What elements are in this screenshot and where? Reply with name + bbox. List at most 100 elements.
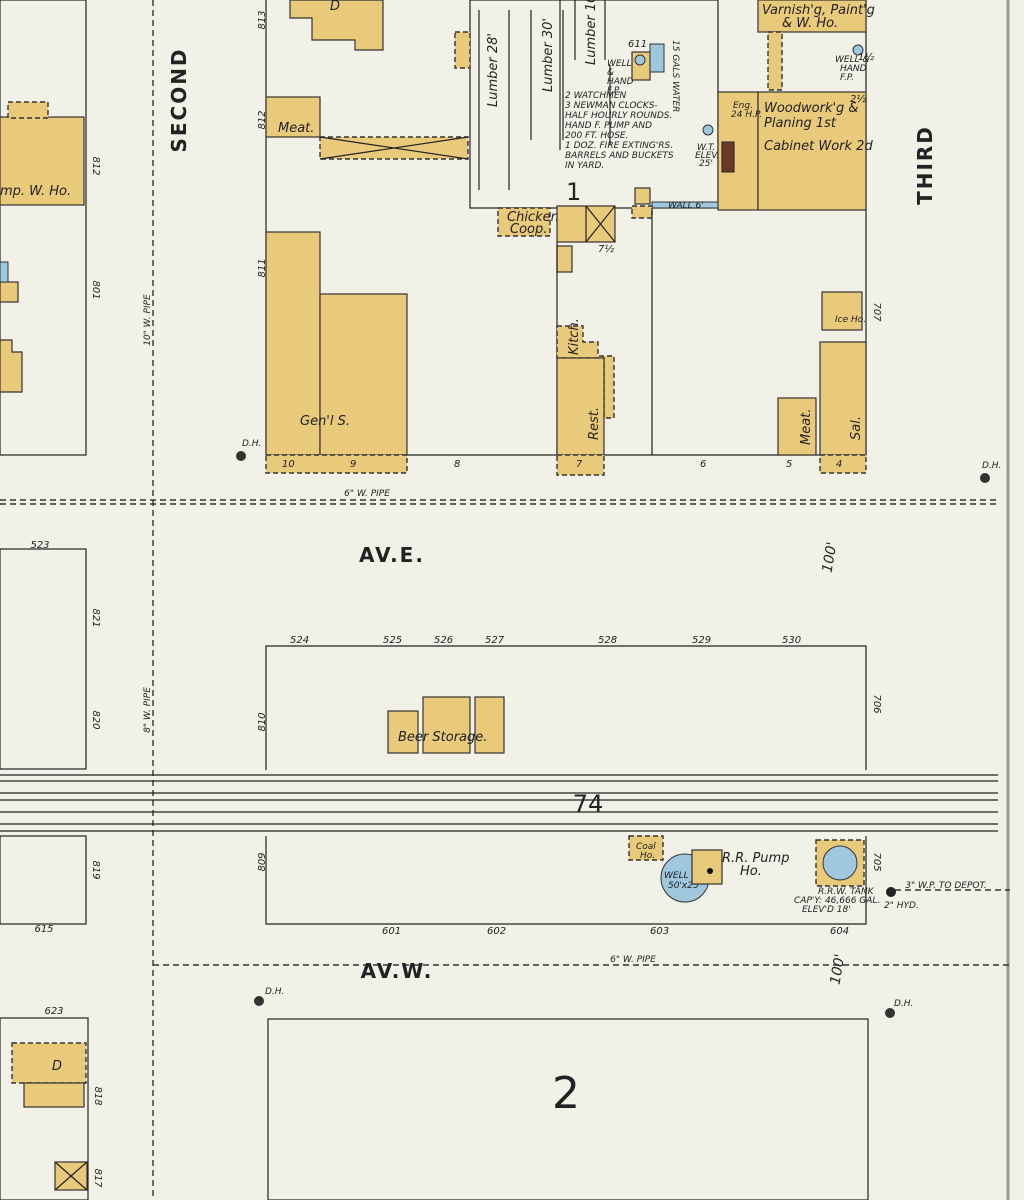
svg-text:801: 801 bbox=[90, 280, 101, 299]
pipe-label-second-upper: 10" W. PIPE bbox=[143, 294, 153, 346]
rr-water-tank bbox=[822, 845, 858, 881]
well-hand-fp-2: & bbox=[607, 68, 614, 78]
svg-text:1½: 1½ bbox=[858, 51, 874, 63]
width-label-av-e: 100' bbox=[820, 541, 841, 574]
left-block-lower bbox=[0, 835, 87, 925]
hydrant-label: 2" HYD. bbox=[884, 901, 919, 911]
water-tank-small bbox=[649, 43, 665, 73]
dh-markers: D.H. D.H. D.H. D.H. bbox=[236, 439, 1001, 1018]
coal-label-2: Ho. bbox=[640, 851, 655, 861]
block-number-1: 1 bbox=[566, 178, 581, 206]
svg-text:811: 811 bbox=[257, 258, 268, 277]
rail-block-south: Coal Ho. WELL 50'x25' R.R. Pump Ho. R.R.… bbox=[265, 835, 880, 937]
left-small-bld-2 bbox=[0, 339, 23, 393]
svg-text:819: 819 bbox=[90, 860, 101, 879]
well-right-3: F.P. bbox=[840, 73, 854, 83]
lot-4: 4 bbox=[836, 459, 842, 470]
lot-526: 526 bbox=[434, 635, 453, 646]
svg-text:707: 707 bbox=[871, 302, 882, 322]
chicken-label-2: Coop. bbox=[510, 222, 547, 237]
genl-store-front bbox=[319, 293, 408, 456]
beer-storage-2 bbox=[422, 696, 471, 754]
svg-text:812: 812 bbox=[257, 110, 268, 129]
svg-text:D.H.: D.H. bbox=[894, 999, 913, 1009]
lumber-label-3: Lumber 10' bbox=[584, 0, 599, 65]
left-w-ho-label: mp. W. Ho. bbox=[0, 184, 71, 199]
wall-strip bbox=[651, 201, 719, 209]
small-shed-2 bbox=[631, 205, 653, 219]
left-w-ho-building bbox=[0, 116, 85, 206]
well-label-1: WELL bbox=[664, 871, 689, 881]
lot-10: 10 bbox=[282, 459, 295, 470]
well-hand-fp-1: WELL bbox=[607, 59, 632, 69]
coal-label-1: Coal bbox=[636, 842, 656, 852]
genl-store-label: Gen'l S. bbox=[300, 414, 350, 429]
svg-text:820: 820 bbox=[90, 710, 101, 729]
pipe-label-second-lower: 8" W. PIPE bbox=[143, 687, 153, 733]
tank-label-1: R.R.W. TANK bbox=[818, 887, 875, 897]
coal-house bbox=[628, 835, 664, 861]
left-d-building-rear bbox=[23, 1082, 85, 1108]
d-label-top: D bbox=[330, 0, 340, 14]
kitchen-label: Kitch. bbox=[567, 318, 582, 355]
yard-note-4: HAND F. PUMP AND bbox=[565, 121, 652, 131]
street-label-third: THIRD bbox=[913, 125, 937, 205]
well-hand-fp-4: F.P. bbox=[607, 86, 621, 96]
svg-text:615: 615 bbox=[34, 924, 53, 935]
left-block-upper bbox=[0, 0, 87, 456]
rail-block-north: Beer Storage. 524 525 526 527 528 529 53… bbox=[265, 635, 867, 770]
wt-elev-1: W.T. bbox=[697, 143, 715, 153]
varnish-label-2: & W. Ho. bbox=[782, 16, 838, 31]
left-d-building bbox=[11, 1042, 87, 1084]
saloon-porch bbox=[819, 454, 867, 474]
lot-8: 8 bbox=[454, 459, 460, 470]
street-label-second: SECOND bbox=[167, 47, 191, 152]
svg-text:810: 810 bbox=[257, 712, 268, 731]
yard-note-2: 3 NEWMAN CLOCKS- bbox=[565, 101, 658, 111]
meat-building-lower bbox=[777, 397, 817, 456]
lot-7: 7 bbox=[576, 459, 583, 470]
lot-530: 530 bbox=[782, 635, 801, 646]
lot-7-half: 7½ bbox=[598, 243, 614, 255]
woodwork-label-1: Woodwork'g & bbox=[764, 101, 859, 116]
rr-pump-label-1: R.R. Pump bbox=[722, 851, 789, 866]
lumber-label-1: Lumber 28' bbox=[486, 33, 501, 107]
saloon bbox=[819, 341, 867, 456]
left-d-label: D bbox=[52, 1059, 62, 1074]
lot-528: 528 bbox=[598, 635, 617, 646]
beer-storage-3 bbox=[474, 696, 505, 754]
woodworking-building bbox=[757, 91, 867, 211]
yard-note-7: BARRELS AND BUCKETS bbox=[565, 151, 674, 161]
yard-note-1: 2 WATCHMEN bbox=[565, 91, 627, 101]
rr-pump-house bbox=[691, 849, 723, 885]
yard-note-3: HALF HOURLY ROUNDS. bbox=[565, 111, 672, 121]
yard-note-8: IN YARD. bbox=[565, 161, 604, 171]
hydrant-dot bbox=[886, 887, 896, 897]
well-label-2: 50'x25' bbox=[668, 881, 701, 891]
varnish-passage bbox=[767, 31, 783, 91]
lot-602: 602 bbox=[487, 926, 506, 937]
tank-label-3: ELEV'D 18' bbox=[802, 905, 851, 915]
svg-text:813: 813 bbox=[257, 10, 268, 29]
svg-text:821: 821 bbox=[90, 608, 101, 627]
water-tank-label: 15 GALS WATER bbox=[670, 40, 680, 112]
small-shed-1 bbox=[634, 187, 651, 205]
yard-note-5: 200 FT. HOSE. bbox=[565, 131, 628, 141]
yard-note-6: 1 DOZ. FIRE EXTING'RS. bbox=[565, 141, 673, 151]
restaurant-porch bbox=[556, 454, 605, 476]
well-right-1: WELL & bbox=[835, 55, 870, 65]
svg-text:706: 706 bbox=[871, 694, 882, 713]
svg-text:D.H.: D.H. bbox=[265, 987, 284, 997]
eng-label-1: Eng. bbox=[733, 101, 753, 111]
well-circle bbox=[634, 54, 646, 66]
well-right-circle bbox=[852, 44, 864, 56]
block-number-2: 2 bbox=[552, 1068, 580, 1119]
meat-label-top: Meat. bbox=[278, 121, 314, 136]
rail-number: 74 bbox=[573, 790, 604, 818]
svg-text:817: 817 bbox=[92, 1168, 103, 1188]
lot-611: 611 bbox=[628, 39, 647, 50]
lot-604: 604 bbox=[830, 926, 849, 937]
genl-store-porch bbox=[265, 454, 408, 474]
chicken-label-1: Chicken bbox=[507, 210, 559, 225]
